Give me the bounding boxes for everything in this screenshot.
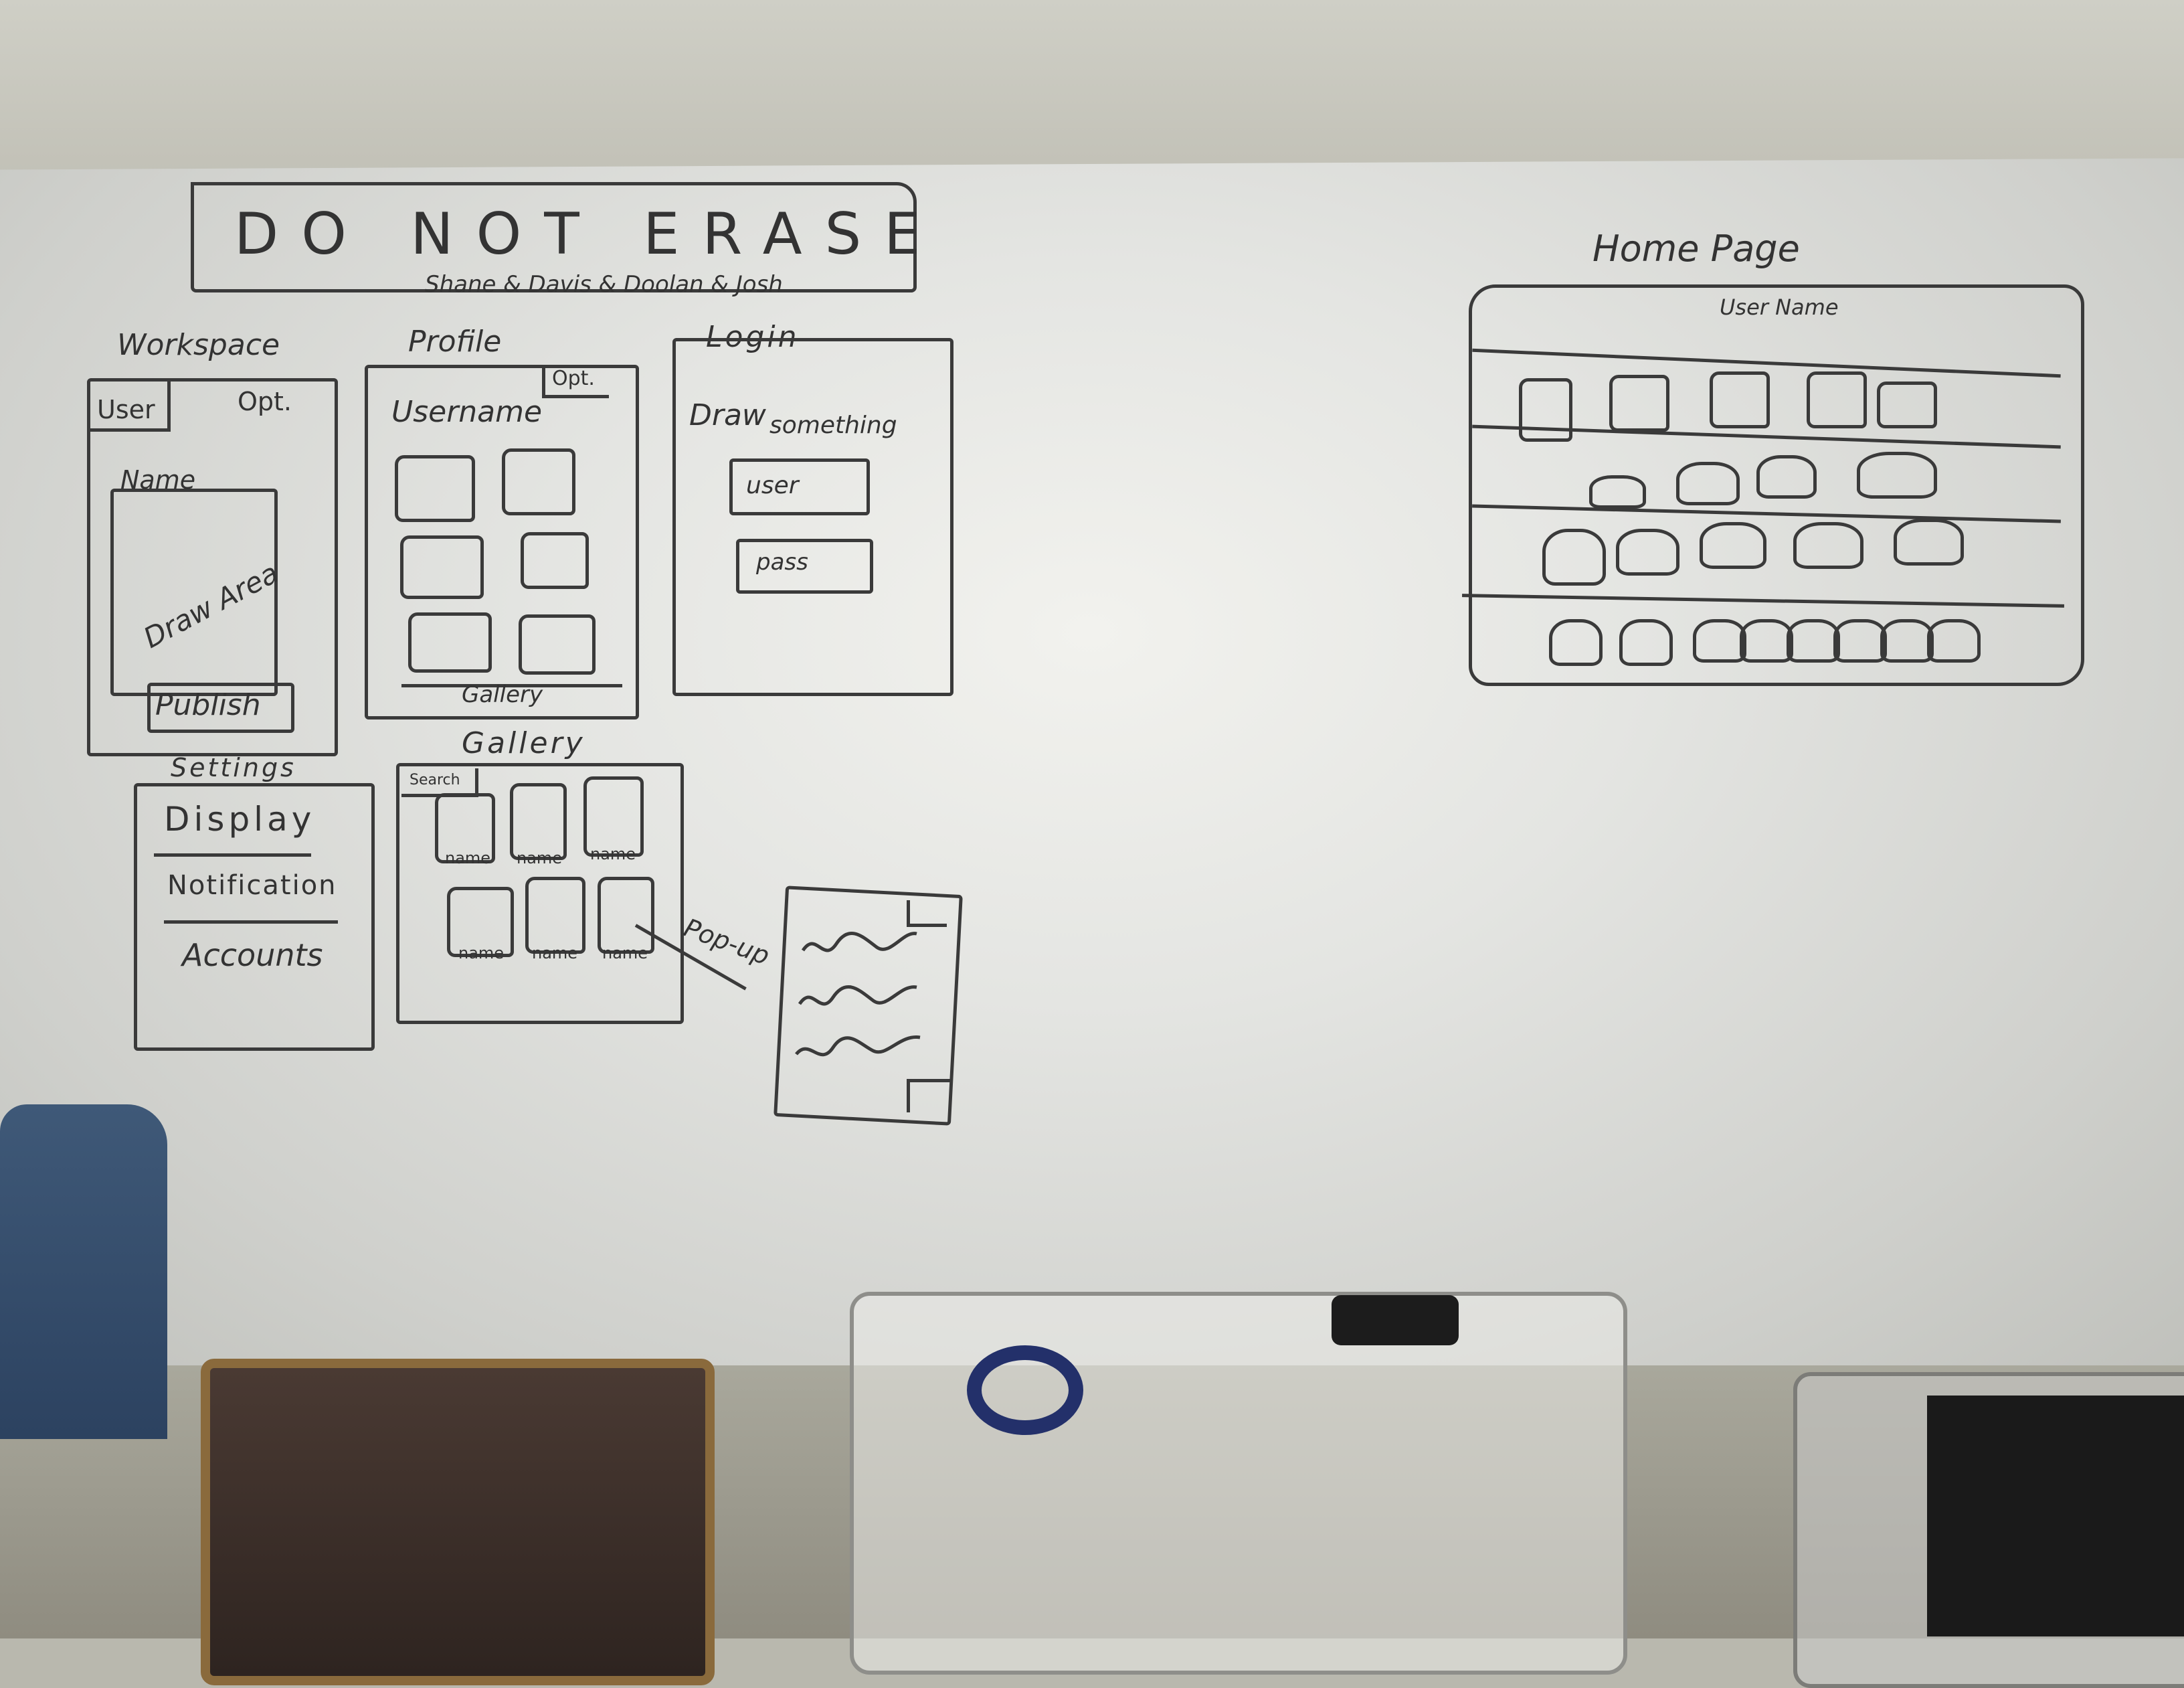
home-user-name: User Name [1720, 294, 1839, 320]
home-frame [1469, 284, 2084, 686]
profile-gallery-divider [401, 684, 622, 687]
gallery-heading: Gallery [462, 726, 585, 760]
home-thumb [1616, 529, 1679, 576]
profile-opt-label: Opt. [552, 367, 595, 390]
home-thumb [1927, 619, 1981, 663]
login-frame [672, 338, 953, 696]
gallery-name: name [532, 944, 578, 962]
login-heading: Login [706, 320, 800, 354]
popup-corner-bottom [907, 1079, 950, 1112]
gallery-thumb [435, 793, 495, 863]
workspace-user-label: User [97, 395, 155, 424]
profile-thumb [395, 455, 475, 522]
login-prompt-draw: Draw [689, 398, 766, 432]
draw-area-box [110, 489, 278, 696]
profile-thumb [408, 612, 492, 673]
title-text: DO NOT ERASE [234, 201, 943, 268]
workspace-frame [87, 378, 338, 756]
profile-frame [365, 365, 639, 720]
home-thumb [1609, 375, 1669, 432]
home-thumb [1549, 619, 1603, 666]
profile-thumb [521, 532, 589, 589]
settings-frame [134, 783, 375, 1051]
black-binder [1927, 1396, 2184, 1636]
gallery-search-label: Search [410, 772, 460, 788]
login-user-field [729, 458, 870, 515]
wall [0, 0, 2184, 174]
gallery-thumb [510, 783, 567, 860]
gallery-thumb [525, 877, 585, 954]
gallery-name: name [458, 944, 505, 962]
publish-button-sketch [147, 683, 294, 733]
title-box [191, 182, 917, 292]
plastic-storage-bin [850, 1292, 1627, 1675]
home-thumb [1807, 371, 1867, 428]
home-title: Home Page [1592, 228, 1800, 270]
settings-heading: Settings [171, 753, 296, 782]
gallery-thumb [598, 877, 654, 954]
tape-roll [967, 1345, 1083, 1435]
gallery-thumb [583, 776, 644, 857]
gallery-frame [396, 763, 684, 1024]
team-names: Shane & Davis & Doolan & Josh [425, 271, 783, 298]
home-thumb [1857, 452, 1937, 499]
profile-thumb [502, 448, 575, 515]
profile-heading: Profile [408, 325, 502, 359]
home-thumb [1880, 619, 1934, 663]
home-thumb [1589, 475, 1646, 509]
profile-thumb [519, 614, 596, 675]
home-thumb [1756, 455, 1817, 499]
gallery-thumb [447, 887, 514, 957]
gallery-name: name [445, 849, 491, 867]
whiteboard-eraser [1332, 1295, 1459, 1345]
gallery-name: name [590, 845, 636, 863]
chair-back [201, 1359, 715, 1685]
settings-divider [154, 853, 311, 857]
login-pass-label: pass [756, 549, 808, 576]
gallery-name: name [517, 849, 563, 867]
home-thumb [1710, 371, 1770, 428]
home-thumb [1542, 529, 1606, 586]
profile-thumb [400, 535, 484, 599]
profile-gallery-label: Gallery [462, 681, 543, 708]
login-user-label: user [746, 472, 799, 499]
login-prompt-something: something [769, 412, 897, 439]
settings-item-display: Display [164, 800, 316, 839]
workspace-heading: Workspace [117, 328, 280, 362]
popup-corner-top [907, 900, 947, 927]
home-thumb [1833, 619, 1887, 663]
home-thumb [1894, 519, 1964, 566]
workspace-opt-label: Opt. [238, 387, 292, 416]
home-thumb [1700, 522, 1766, 569]
workspace-user-tab [87, 378, 171, 432]
profile-username: Username [391, 395, 543, 429]
publish-label: Publish [155, 688, 261, 722]
home-thumb [1519, 378, 1572, 442]
home-thumb [1793, 522, 1863, 569]
profile-opt-tab [542, 365, 609, 398]
settings-item-accounts: Accounts [182, 937, 323, 973]
settings-divider [164, 920, 338, 924]
home-thumb [1619, 619, 1673, 666]
popup-scribbles [795, 931, 921, 1057]
gallery-name: name [602, 944, 648, 962]
settings-item-notification: Notification [167, 870, 337, 901]
login-pass-field [736, 539, 873, 594]
home-thumb [1693, 619, 1746, 663]
home-thumb [1676, 462, 1740, 505]
home-thumb [1877, 382, 1937, 428]
home-thumb [1740, 619, 1793, 663]
blue-cloth [0, 1104, 167, 1439]
home-thumb [1787, 619, 1840, 663]
